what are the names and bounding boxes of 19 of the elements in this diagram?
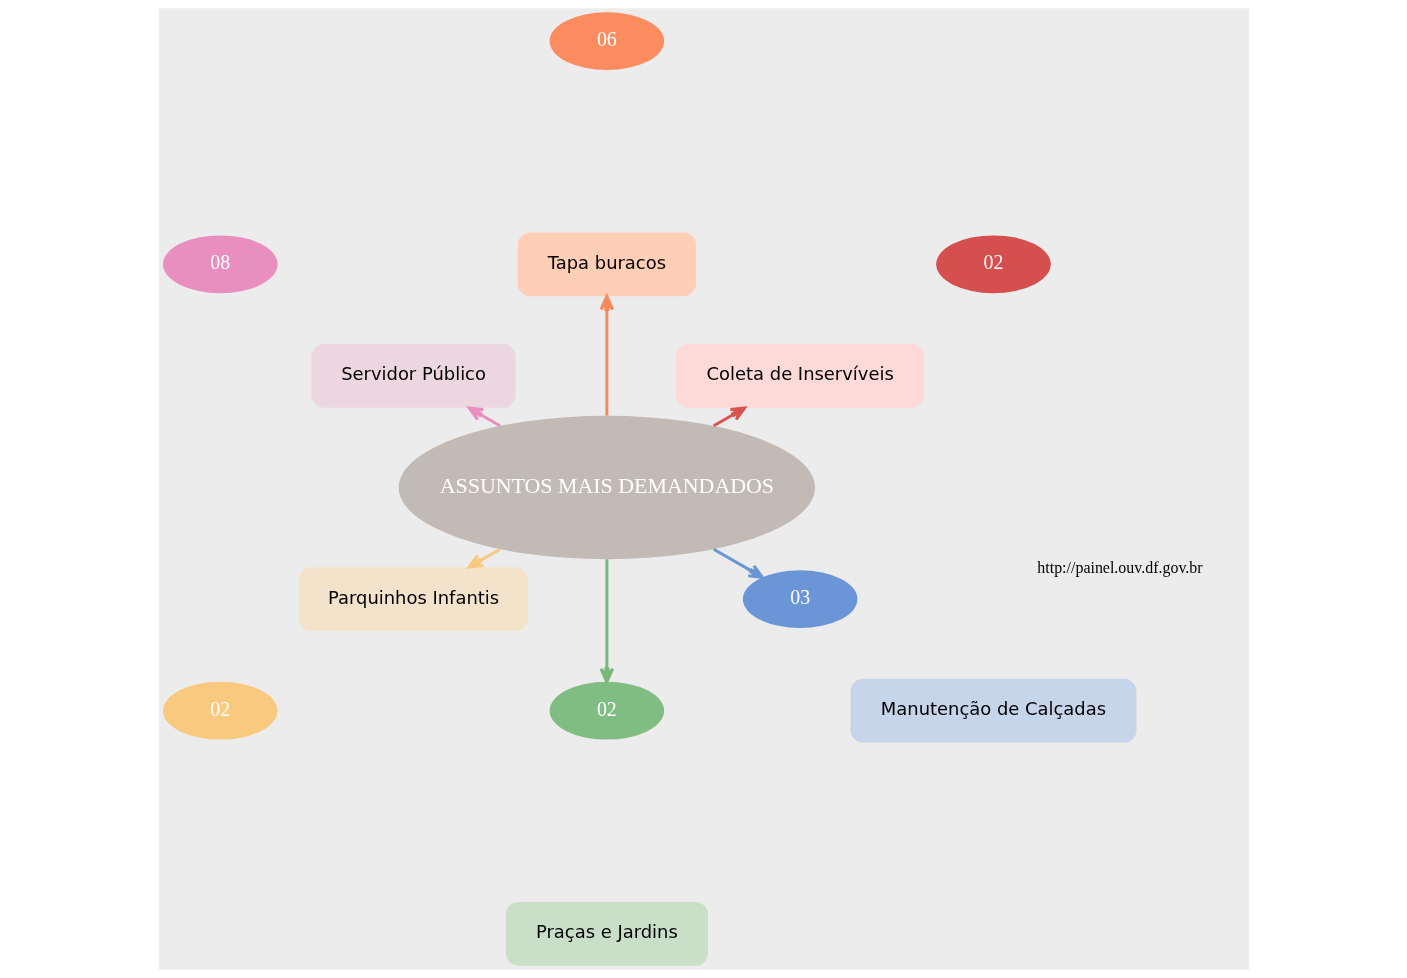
node-ellipse: 03 <box>742 570 857 628</box>
node-ellipse: 08 <box>162 235 278 294</box>
node-box: Coleta de Inservíveis <box>675 344 924 408</box>
node-ellipse: 02 <box>549 681 664 740</box>
node-box: Manutenção de Calçadas <box>850 678 1136 743</box>
arrow <box>467 547 501 569</box>
node-box: Servidor Público <box>310 344 516 408</box>
node-box: Tapa buracos <box>517 232 696 297</box>
node-ellipse: 06 <box>549 12 664 70</box>
node-ellipse: 02 <box>162 681 278 740</box>
arrow <box>712 406 746 428</box>
arrow <box>599 559 614 684</box>
arrow <box>599 294 614 416</box>
node-box: Praças e Jardins <box>505 902 708 966</box>
node-ellipse: 02 <box>935 235 1051 294</box>
node-box: Parquinhos Infantis <box>298 567 528 631</box>
arrow <box>467 406 501 428</box>
arrow <box>712 547 764 579</box>
label: http://painel.ouv.df.gov.br <box>1036 559 1203 576</box>
